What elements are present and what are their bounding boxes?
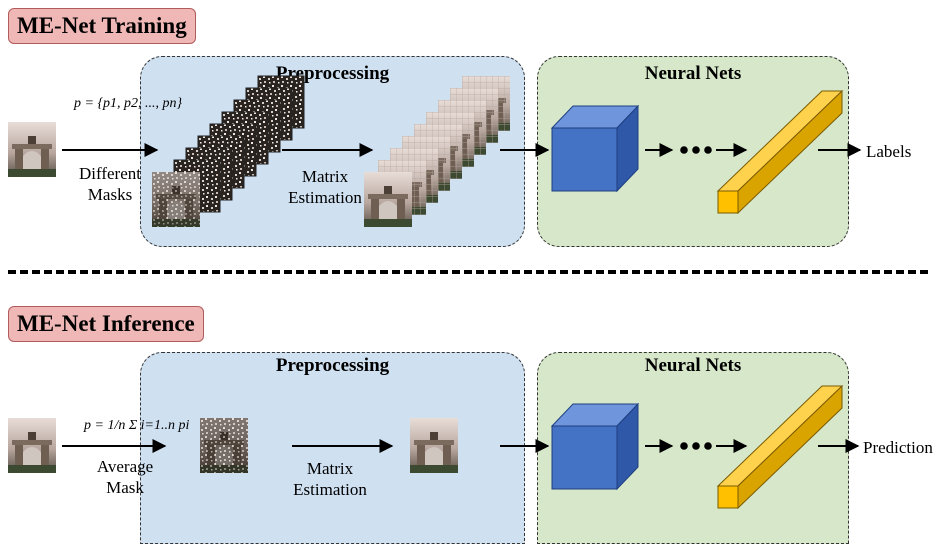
training-masks-formula: p = {p1, p2, ..., pn} <box>74 96 183 111</box>
inference-matrix-label-line1: Matrix <box>306 459 354 478</box>
inference-ellipsis <box>680 442 712 450</box>
inference-preprocessing-title: Preprocessing <box>275 355 390 376</box>
training-title: ME-Net Training <box>8 8 196 44</box>
training-matrix-label-line1: Matrix <box>301 167 349 186</box>
inference-mask-label-line2: Mask <box>106 478 144 497</box>
training-estimated-image-stack <box>364 76 510 227</box>
inference-input-image <box>8 418 56 473</box>
training-masks-label: Different Masks <box>70 163 150 205</box>
inference-neural-nets-title: Neural Nets <box>644 355 742 376</box>
training-neural-nets-title: Neural Nets <box>644 63 742 84</box>
inference-estimated-image <box>410 418 458 473</box>
inference-mask-label: Average Mask <box>85 456 165 498</box>
training-masked-image-stack <box>152 75 305 227</box>
inference-matrix-label: Matrix Estimation <box>275 458 385 500</box>
inference-matrix-label-line2: Estimation <box>293 480 367 499</box>
inference-cube-layer <box>550 402 640 491</box>
training-input-image <box>8 122 56 177</box>
training-matrix-label-line2: Estimation <box>288 188 362 207</box>
training-ellipsis <box>680 146 712 154</box>
inference-title: ME-Net Inference <box>8 306 204 342</box>
inference-mask-label-line1: Average <box>96 457 154 476</box>
training-masks-label-line1: Different <box>79 164 141 183</box>
inference-masked-image <box>200 418 248 473</box>
inference-output-label: Prediction <box>863 438 933 457</box>
section-divider <box>8 270 928 274</box>
training-dense-layer <box>716 89 844 215</box>
inference-mask-formula: p = 1/n Σ i=1..n pi <box>84 418 190 433</box>
training-matrix-label: Matrix Estimation <box>270 166 380 208</box>
training-cube-layer <box>550 104 640 193</box>
inference-dense-layer <box>716 384 844 510</box>
training-masks-label-line2: Masks <box>87 185 133 204</box>
training-output-label: Labels <box>866 142 912 161</box>
